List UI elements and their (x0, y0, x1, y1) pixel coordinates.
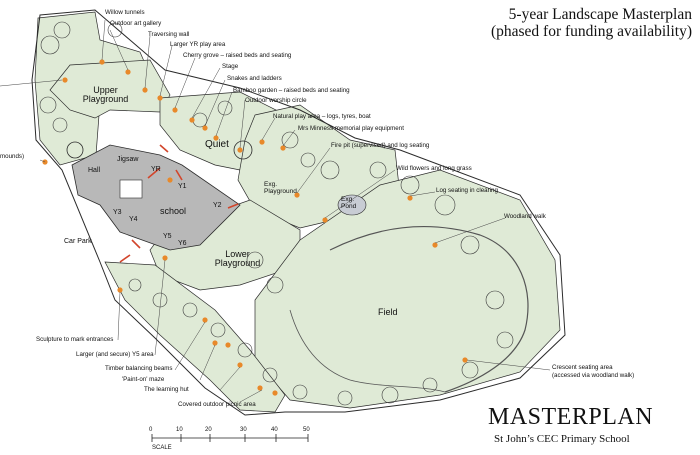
label-woodland-walk: Woodland walk (504, 213, 546, 220)
existing-pond (337, 194, 367, 216)
marker (172, 107, 178, 113)
marker (225, 342, 231, 348)
room-y2: Y2 (213, 202, 222, 209)
marker (157, 95, 163, 101)
marker (322, 217, 328, 223)
scale-tick-0: 0 (149, 427, 153, 433)
label-bamboo-garden: Bamboo garden – raised beds and seating (233, 87, 350, 94)
label-crescent-access: (accessed via woodland walk) (552, 372, 635, 379)
title-line-2: (phased for funding availability) (490, 23, 692, 40)
label-mounds: mounds) (0, 153, 25, 160)
field-area (254, 169, 561, 409)
label-willow-tunnels: Willow tunnels (105, 9, 145, 16)
marker (237, 147, 243, 153)
label-log-seating-clearing: Log seating in clearing (436, 187, 498, 194)
label-outdoor-worship-circle: Outdoor worship circle (245, 97, 307, 104)
label-learning-hut: The learning hut (144, 386, 189, 393)
marker (280, 145, 286, 151)
marker (202, 125, 208, 131)
entrance-arrows (119, 144, 239, 263)
scale-tick-50: 50 (303, 427, 310, 433)
masterplan-heading: MASTERPLAN (488, 404, 654, 430)
label-picnic-area: Covered outdoor picnic area (178, 401, 256, 408)
label-traversing-wall: Traversing wall (148, 31, 190, 38)
marker (462, 357, 468, 363)
label-cherry-grove: Cherry grove – raised beds and seating (183, 52, 292, 59)
marker (212, 340, 218, 346)
label-paint-on-maze: 'Paint-on' maze (122, 376, 165, 383)
area-existing-pond: Exg. Pond (341, 196, 357, 210)
area-quiet: Quiet (205, 139, 229, 150)
room-y5: Y5 (163, 233, 172, 240)
room-y3: Y3 (113, 209, 122, 216)
marker (272, 390, 278, 396)
label-memorial-play-equipment: Mrs Minness memorial play equipment (298, 125, 404, 132)
scale-label: SCALE (152, 445, 172, 451)
marker (62, 77, 68, 83)
room-hall: Hall (88, 167, 101, 174)
marker (257, 385, 263, 391)
room-y4: Y4 (129, 216, 138, 223)
building-footprint (71, 144, 241, 251)
marker (259, 139, 265, 145)
mounds-circle (66, 141, 84, 159)
room-y6: Y6 (178, 240, 187, 247)
title-line-1: 5-year Landscape Masterplan (508, 6, 692, 23)
leader-lines (0, 19, 551, 403)
marker (294, 192, 300, 198)
marker (213, 135, 219, 141)
marker (99, 59, 105, 65)
label-snakes-and-ladders: Snakes and ladders (227, 75, 282, 82)
woodland-walk-path (329, 225, 529, 393)
area-field: Field (378, 307, 398, 317)
marker (167, 177, 173, 183)
marker (202, 317, 208, 323)
upper-playground-area (49, 59, 171, 119)
label-natural-play-area: Natural play area – logs, tyres, boat (273, 113, 371, 120)
scale-tick-40: 40 (271, 427, 278, 433)
label-sculpture-entrances: Sculpture to mark entrances (36, 336, 114, 343)
area-car-park: Car Park (64, 238, 92, 245)
marker (189, 117, 195, 123)
label-fire-pit: Fire pit (supervised) and log seating (331, 142, 430, 149)
area-existing-playground: Exg. Playground (264, 181, 297, 195)
label-outdoor-art-gallery: Outdoor art gallery (110, 20, 162, 27)
room-y1: Y1 (178, 183, 187, 190)
area-upper-playground: Upper Playground (82, 85, 129, 105)
room-yr: YR (151, 166, 161, 173)
label-wild-flowers: Wild flowers and long grass (396, 165, 472, 172)
scale-tick-10: 10 (176, 427, 183, 433)
site-boundary (31, 9, 566, 416)
marker (407, 195, 413, 201)
area-lower-playground: Lower Playground (214, 249, 261, 269)
room-jigsaw: Jigsaw (117, 156, 139, 163)
marker (142, 87, 148, 93)
label-stage: Stage (222, 63, 239, 70)
courtyard (119, 179, 143, 199)
outdoor-worship-circle (233, 140, 253, 160)
school-name: St John’s CEC Primary School (494, 433, 630, 445)
school-building (71, 144, 241, 251)
feature-markers (42, 59, 468, 396)
label-larger-yr-play-area: Larger YR play area (170, 41, 226, 48)
south-strip (104, 261, 286, 413)
marker (125, 69, 131, 75)
field-inner-path (289, 309, 446, 393)
marker (162, 255, 168, 261)
scale-tick-30: 30 (240, 427, 247, 433)
marker (237, 362, 243, 368)
marker (117, 287, 123, 293)
label-crescent-seating: Crescent seating area (552, 364, 613, 371)
scale-tick-20: 20 (205, 427, 212, 433)
area-school: school (160, 206, 187, 216)
marker (432, 242, 438, 248)
label-larger-y5-area: Larger (and secure) Y5 area (76, 351, 154, 358)
label-timber-beams: Timber balancing beams (105, 365, 173, 372)
scale-bar (151, 434, 309, 442)
land-areas (34, 11, 561, 413)
